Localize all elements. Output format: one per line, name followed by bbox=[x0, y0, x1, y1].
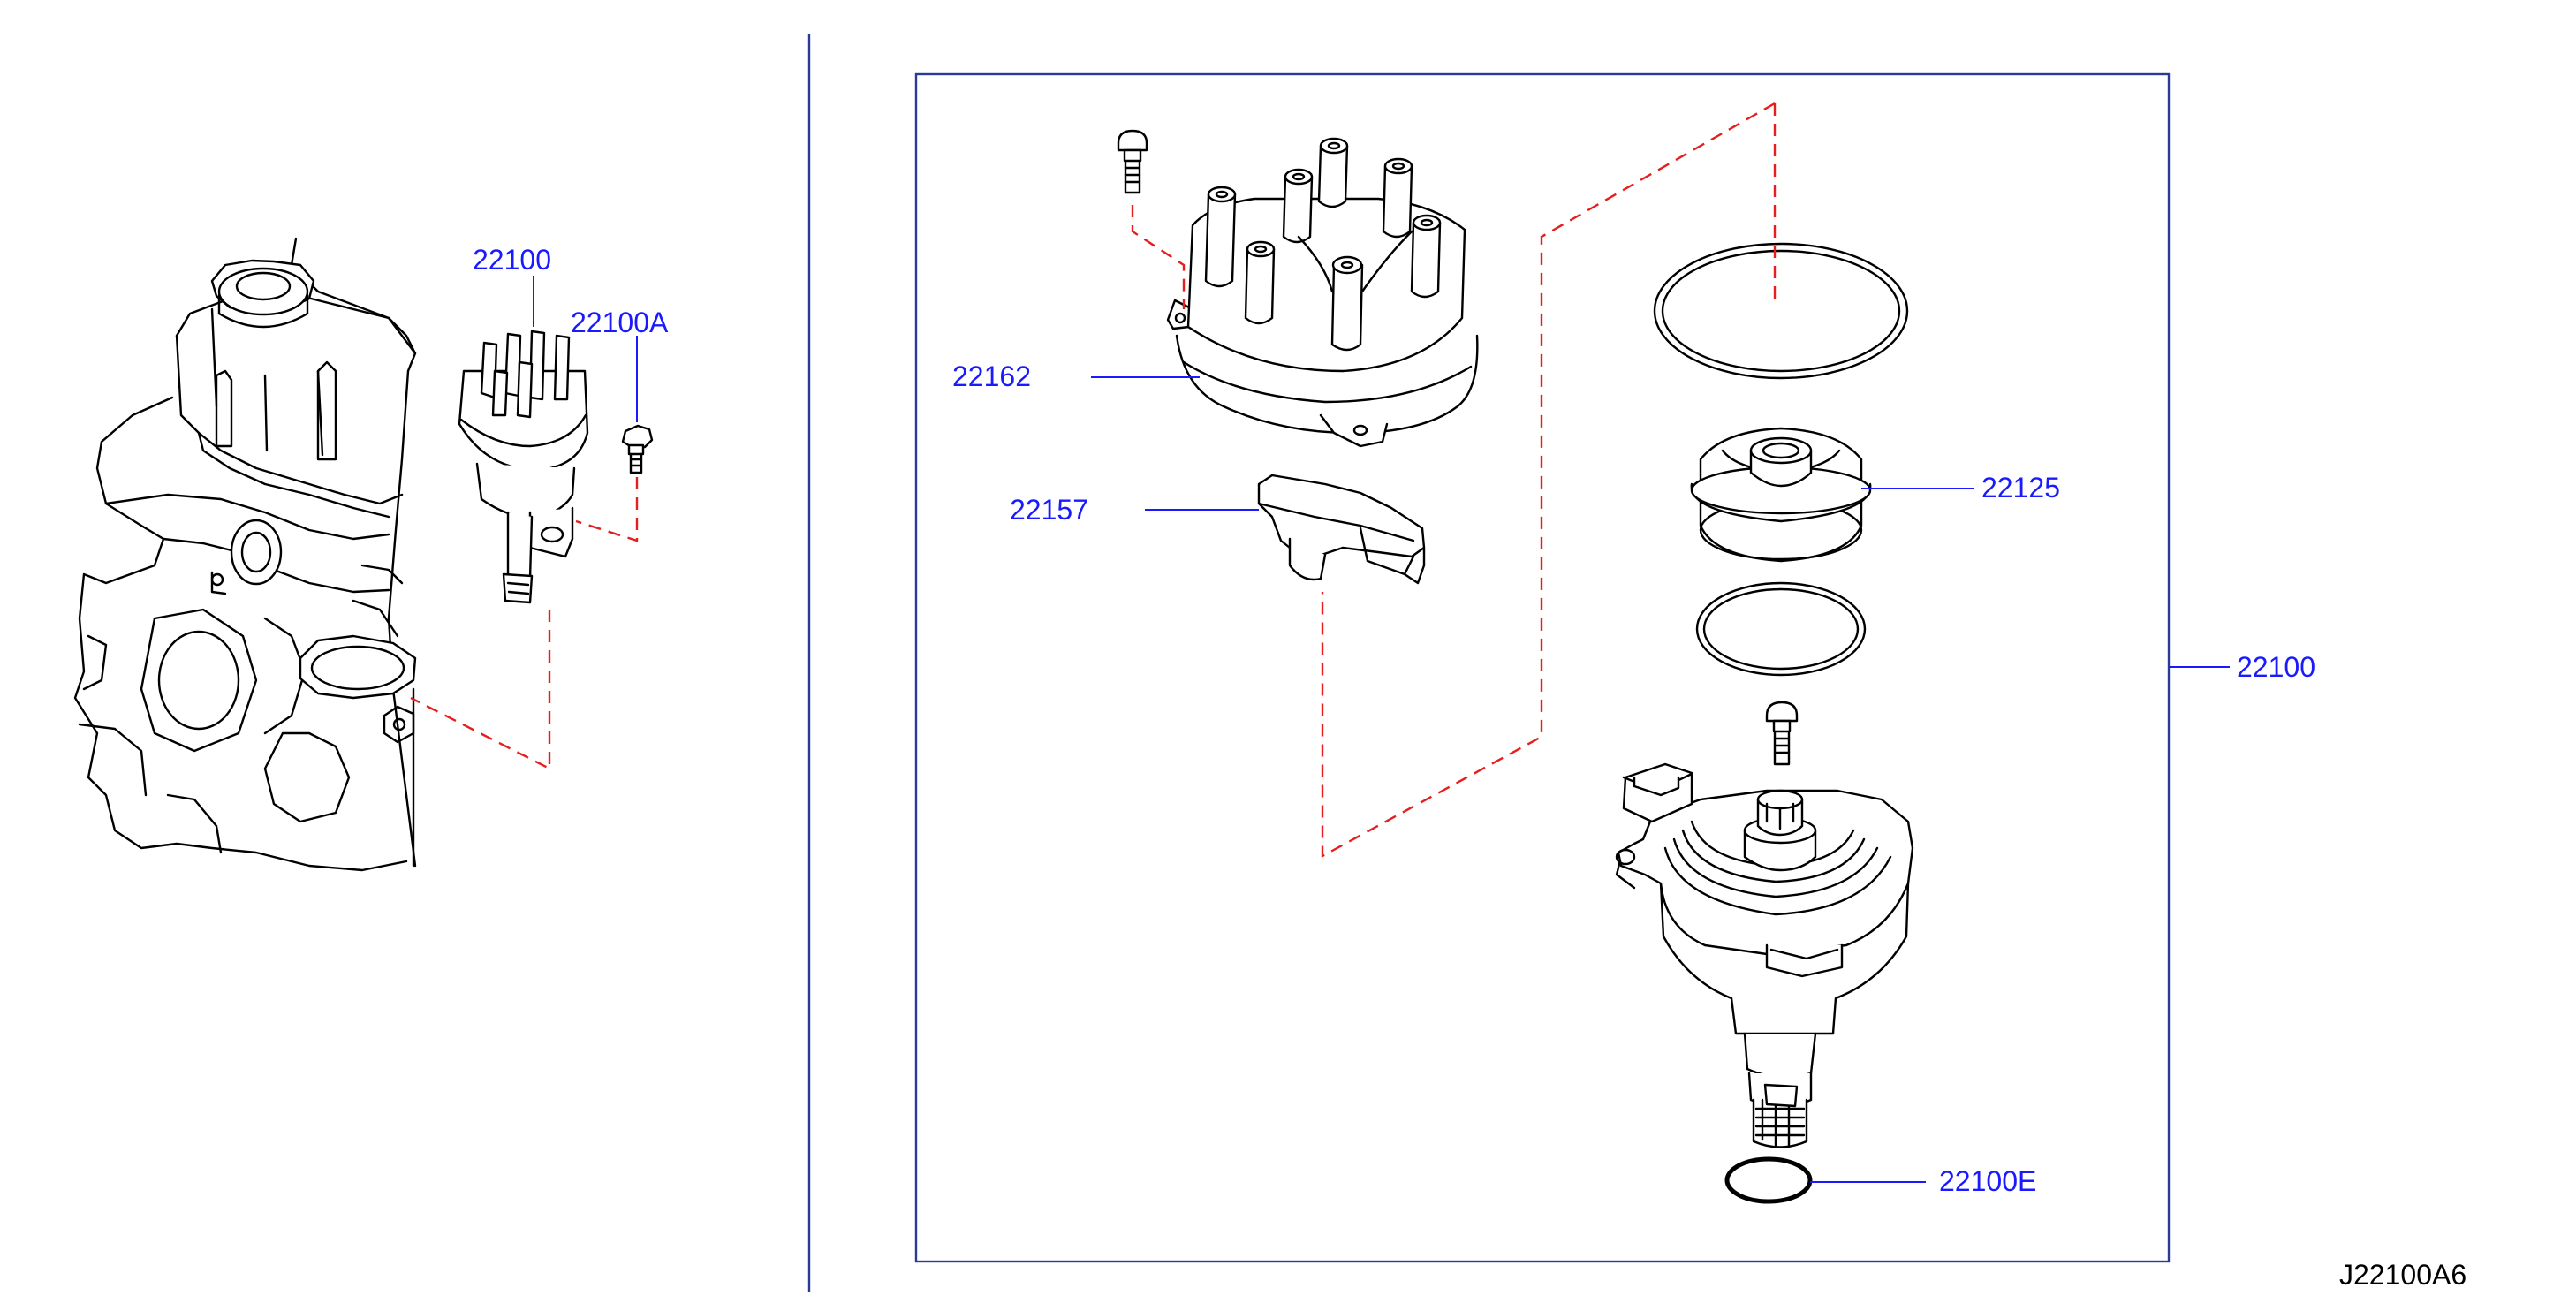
cap-screw bbox=[1117, 129, 1148, 194]
reference-code: J22100A6 bbox=[2339, 1259, 2466, 1291]
bottom-oring bbox=[1724, 1156, 1813, 1204]
label-seal: 22125 bbox=[1981, 472, 2060, 504]
dash-cap-center bbox=[1321, 102, 1776, 859]
label-rotor: 22157 bbox=[1010, 494, 1088, 526]
label-assembly: 22100 bbox=[2237, 651, 2315, 683]
housing-screw bbox=[1765, 701, 1799, 766]
middle-ring bbox=[1695, 581, 1867, 677]
dash-overview-bolt bbox=[575, 477, 639, 542]
overview-bolt bbox=[621, 424, 654, 474]
label-overview-bolt: 22100A bbox=[571, 307, 669, 338]
distributor-housing bbox=[1615, 762, 1914, 1148]
distributor-cap bbox=[1166, 137, 1479, 448]
overview-distributor bbox=[458, 330, 589, 604]
seal bbox=[1690, 427, 1872, 563]
dash-overview-shaft bbox=[410, 610, 551, 770]
engine-block-drawing bbox=[73, 237, 417, 872]
label-overview-assembly: 22100 bbox=[473, 244, 551, 276]
rotor bbox=[1257, 474, 1426, 585]
label-cap: 22162 bbox=[952, 360, 1031, 392]
dash-cap-screw bbox=[1131, 205, 1186, 309]
large-ring bbox=[1653, 242, 1909, 380]
label-oring: 22100E bbox=[1939, 1165, 2036, 1197]
